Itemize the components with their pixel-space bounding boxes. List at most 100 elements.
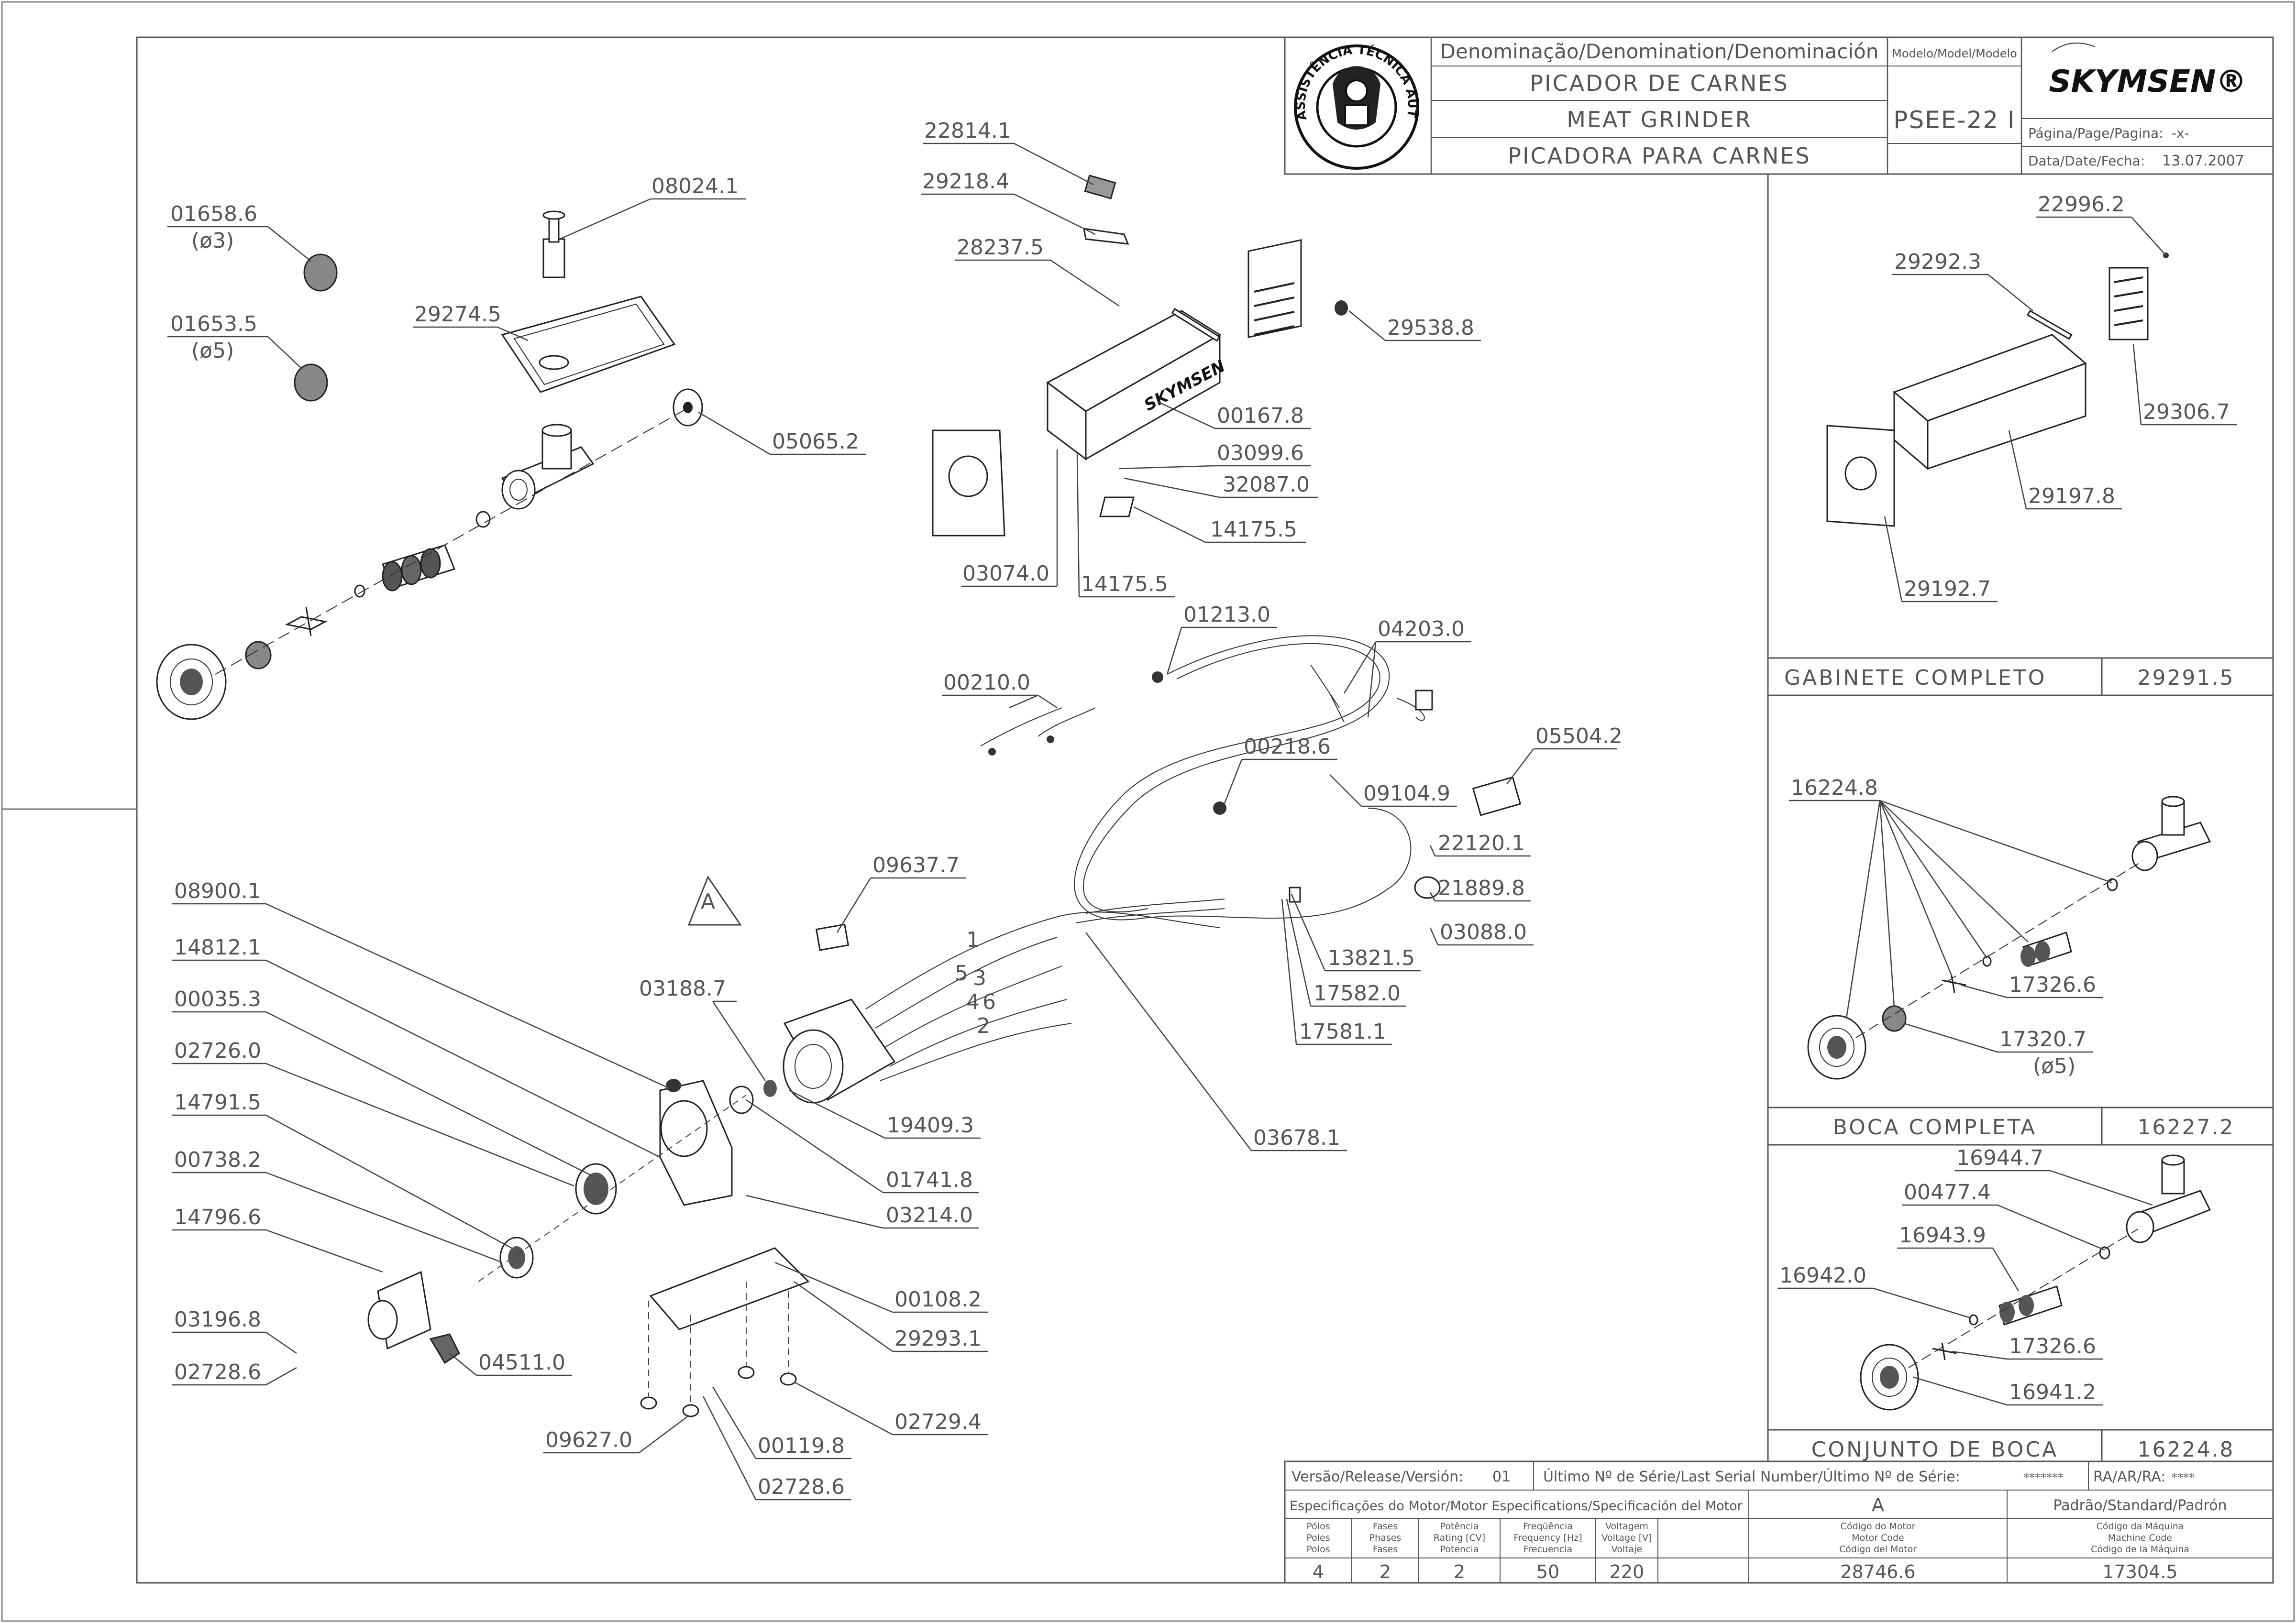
label-14175-5-b: 14175.5 [1081,572,1168,596]
label-17326-6-mouth: 17326.6 [2009,973,2096,997]
label-08024-1: 08024.1 [651,174,739,198]
seal-text: ASSISTÊNCIA TÉCNICA AUTORIZADA [0,0,1419,121]
label-29192-7: 29192.7 [1904,577,1991,601]
label-16942-0: 16942.0 [1779,1263,1866,1288]
cabinet-section-code: 29291.5 [2138,666,2235,690]
hdr-rating-es: Potencia [1440,1544,1479,1555]
ra-label: RA/AR/RA: [2093,1469,2165,1485]
label-02728-6-b: 02728.6 [758,1475,845,1499]
mouth-section-code: 16227.2 [2138,1115,2235,1140]
gearbox-group [367,1079,810,1417]
hdr-poles-en: Poles [1306,1533,1330,1543]
label-14175-5-a: 14175.5 [1210,517,1297,542]
cabinet-group: SKYMSEN [932,175,1348,537]
mouth-assembly-code: 16224.8 [2138,1437,2235,1462]
label-05504-2: 05504.2 [1535,724,1623,748]
label-16943-9: 16943.9 [1899,1223,1986,1248]
mouth-section-title: BOCA COMPLETA [1833,1115,2037,1140]
label-01653-5-sub: (ø5) [191,339,234,363]
label-29293-1: 29293.1 [894,1327,982,1351]
label-03088-0: 03088.0 [1440,920,1527,944]
ra-value: **** [2172,1471,2195,1484]
knife-icon [285,607,328,636]
spec-values: 4 2 2 50 220 28746.6 17304.5 [1313,1561,2178,1582]
label-00218-6: 00218.6 [1244,735,1331,759]
wiring-group: A 1 5 3 4 6 2 [687,635,1522,1104]
val-frequency: 50 [1536,1561,1559,1582]
mouth-complete-drawing [1807,796,2211,1080]
drawing-border [136,36,2274,1584]
motor-a-marker [687,875,742,926]
label-00108-2: 00108.2 [894,1287,982,1312]
label-22996-2: 22996.2 [2038,192,2125,217]
label-29218-4: 29218.4 [922,169,1009,194]
page-value: -x- [2172,125,2189,141]
motor-label-plate-icon [815,923,850,951]
standard-label: Padrão/Standard/Padrón [2053,1497,2227,1514]
motor-label-a: A [701,889,715,914]
tray-icon [501,296,676,393]
label-22120-1: 22120.1 [1438,831,1525,855]
wire-3: 3 [973,966,986,990]
cabinet-complete-drawing [1826,252,2169,527]
label-01653-5: 01653.5 [170,312,257,336]
version-label: Versão/Release/Versión: [1292,1469,1463,1485]
svg-text:ASSISTÊNCIA TÉCNICA AUTORIZADA: ASSISTÊNCIA TÉCNICA AUTORIZADA [0,0,1419,121]
denomination-header: Denominação/Denomination/Denominación [1440,40,1879,63]
plate-5mm-icon [294,363,328,402]
bracket-icon [1083,228,1129,245]
hdr-rating-pt: Potência [1440,1521,1479,1532]
mouth-assembly-drawing [1860,1154,2211,1411]
label-28237-5: 28237.5 [957,235,1044,260]
feet [640,1366,797,1417]
label-01213-0: 01213.0 [1183,603,1270,627]
hdr-phases-pt: Fases [1373,1521,1398,1532]
val-machine-code: 17304.5 [2102,1561,2177,1582]
label-00210-0: 00210.0 [943,670,1030,695]
warning-label-icon [1472,776,1522,816]
spec-headers: Pólos Poles Polos Fases Phases Fases Pot… [1306,1521,2189,1555]
label-04203-0: 04203.0 [1378,617,1465,641]
label-29306-7: 29306.7 [2143,400,2230,424]
label-19409-3: 19409.3 [887,1113,974,1138]
label-16941-2: 16941.2 [2009,1380,2096,1404]
plug-icon [1415,690,1433,711]
val-rating: 2 [1454,1561,1465,1582]
label-plate-icon [1084,175,1116,199]
label-22814-1: 22814.1 [924,119,1011,143]
hdr-poles-es: Polos [1306,1544,1330,1555]
hdr-machinecode-es: Código de la Máquina [2091,1544,2189,1555]
hdr-motorcode-en: Motor Code [1852,1533,1904,1543]
label-05065-2: 05065.2 [772,429,859,454]
hdr-volt-en: Voltage [V] [1601,1533,1652,1543]
label-17320-7: 17320.7 [1999,1027,2086,1052]
label-01658-6: 01658.6 [170,202,257,226]
val-poles: 4 [1313,1561,1324,1582]
serial-value: ******* [2023,1471,2064,1484]
label-29197-8: 29197.8 [2028,484,2115,508]
wire-1: 1 [966,928,980,952]
base-plate-icon [649,1247,810,1330]
label-00477-4: 00477.4 [1904,1180,1991,1205]
wire-2: 2 [977,1014,990,1038]
label-14796-6: 14796.6 [174,1205,261,1229]
label-17582-0: 17582.0 [1314,981,1401,1006]
pusher-icon [542,238,565,278]
hdr-phases-en: Phases [1369,1533,1402,1543]
wire-6: 6 [982,990,996,1014]
hdr-motorcode-es: Código del Motor [1839,1544,1917,1555]
grinder-head-group [156,210,703,720]
hdr-rating-en: Rating [CV] [1434,1533,1485,1543]
grill-icon [1247,239,1302,339]
label-17326-6-assembly: 17326.6 [2009,1334,2096,1359]
serial-label: Último Nº de Série/Last Serial Number/Úl… [1543,1468,1960,1485]
label-14791-5: 14791.5 [174,1090,261,1115]
name-es: PICADORA PARA CARNES [1508,143,1810,169]
motor-spec-label: Especificações do Motor/Motor Especifica… [1290,1499,1743,1513]
label-03074-0: 03074.0 [962,561,1049,586]
label-32087-0: 32087.0 [1223,472,1310,497]
power-cable [1074,643,1412,921]
label-09637-7: 09637.7 [872,853,960,877]
